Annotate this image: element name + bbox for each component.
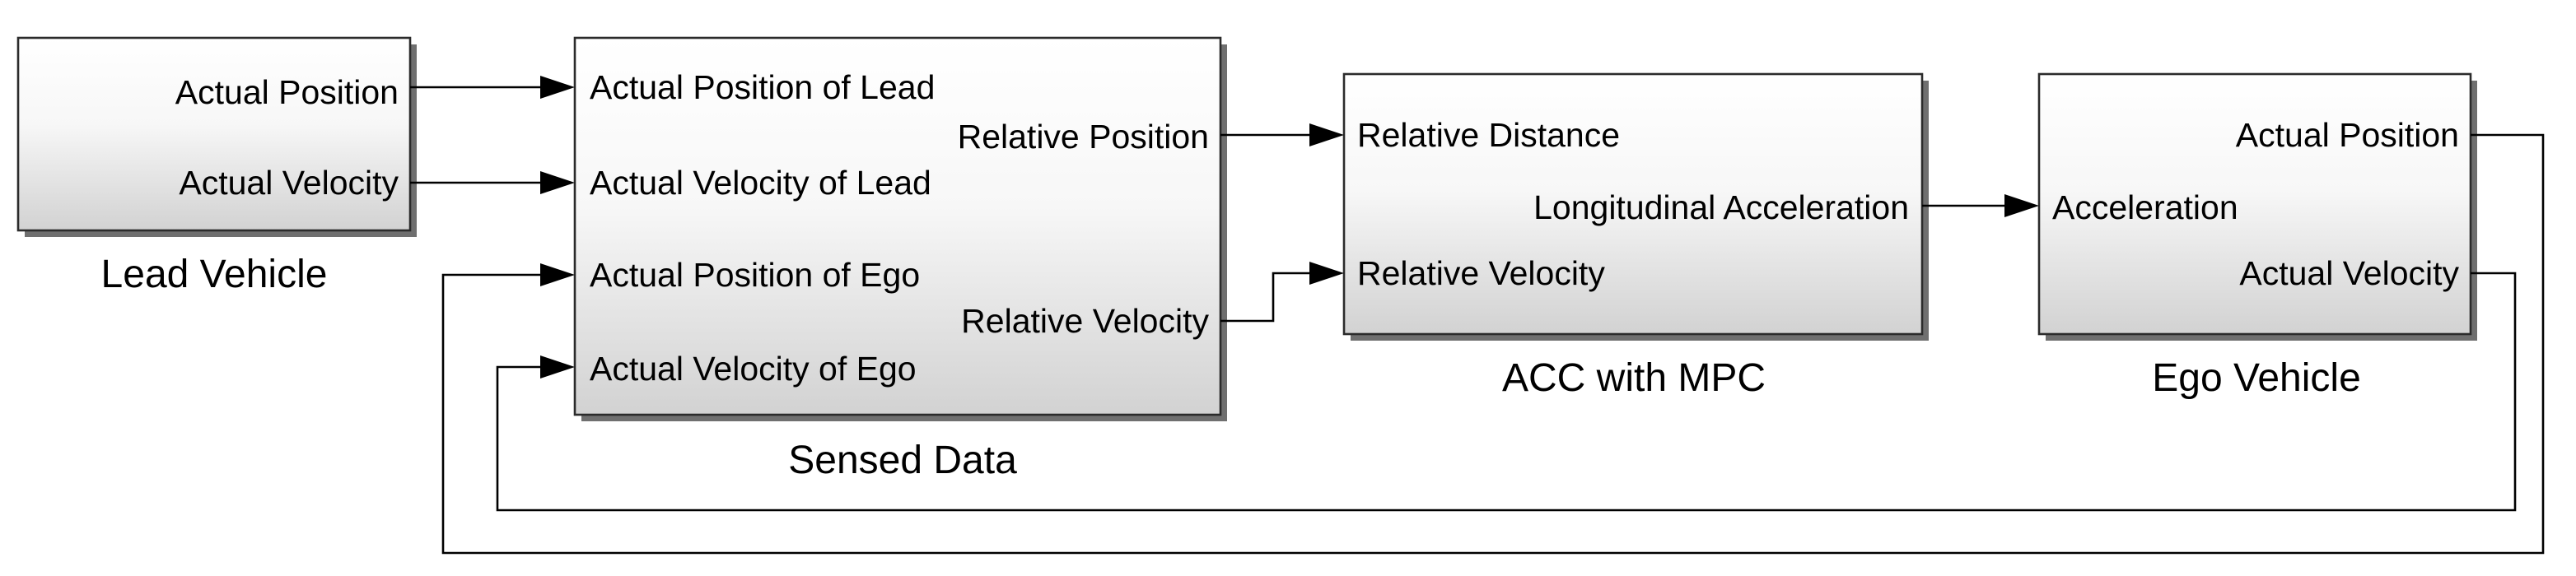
arrow-head (540, 263, 575, 286)
lead-vehicle-block[interactable]: Actual Position Actual Velocity (16, 36, 417, 237)
acc-in-relative-distance: Relative Distance (1357, 116, 1620, 154)
sensed-data-label: Sensed Data (788, 439, 1017, 482)
wire-ego-velocity-feedback[interactable] (496, 272, 2517, 512)
acc-in-relative-velocity: Relative Velocity (1357, 254, 1605, 292)
sensed-in-position-ego: Actual Position of Ego (590, 256, 920, 294)
sensed-in-position-lead: Actual Position of Lead (590, 68, 935, 106)
sensed-in-velocity-ego: Actual Velocity of Ego (590, 350, 917, 388)
arrow-head (2004, 194, 2039, 217)
ego-vehicle-label: Ego Vehicle (2152, 356, 2361, 400)
ego-vehicle-block[interactable]: Actual Position Acceleration Actual Velo… (2037, 72, 2477, 341)
lead-out-actual-position: Actual Position (175, 73, 399, 111)
wire-ego-position-feedback[interactable] (441, 133, 2545, 555)
sensed-out-relative-velocity: Relative Velocity (961, 302, 1209, 340)
acc-mpc-label: ACC with MPC (1502, 356, 1766, 400)
sensed-out-relative-position: Relative Position (958, 118, 1209, 156)
ego-out-actual-velocity: Actual Velocity (2239, 254, 2459, 292)
signal-lines (410, 76, 2545, 555)
ego-in-acceleration: Acceleration (2052, 188, 2238, 226)
wire-relative-velocity[interactable] (1220, 272, 1309, 323)
arrow-head (540, 355, 575, 379)
arrow-head (540, 76, 575, 99)
arrow-head (1309, 262, 1344, 285)
acc-out-longitudinal-acceleration: Longitudinal Acceleration (1533, 188, 1909, 226)
ego-out-actual-position: Actual Position (2236, 116, 2459, 154)
lead-out-actual-velocity: Actual Velocity (179, 164, 399, 202)
acc-mpc-block[interactable]: Relative Distance Longitudinal Accelerat… (1342, 72, 1929, 341)
arrow-head (540, 171, 575, 194)
arrow-head (1309, 123, 1344, 146)
lead-vehicle-label: Lead Vehicle (101, 253, 328, 296)
sensed-in-velocity-lead: Actual Velocity of Lead (590, 164, 931, 202)
sensed-data-block[interactable]: Actual Position of Lead Actual Velocity … (573, 36, 1227, 421)
